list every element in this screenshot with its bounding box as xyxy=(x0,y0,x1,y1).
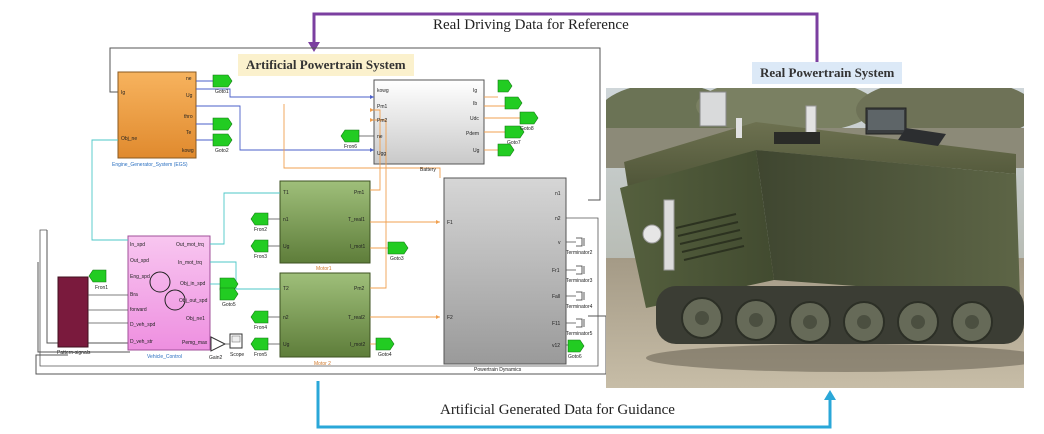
pattern-gen-label: Pattern-signals xyxy=(57,350,91,356)
veh-name: Vehicle_Control xyxy=(147,354,182,360)
motor1-block xyxy=(279,180,371,264)
dyn-out-3: Fr1 xyxy=(552,268,560,274)
egs-in-0: Ig xyxy=(121,90,125,96)
m1-in-0: T1 xyxy=(283,190,289,196)
top-arrow-caption: Real Driving Data for Reference xyxy=(433,17,629,33)
from-label-0: Fron1 xyxy=(95,285,108,291)
egs-out-1: Ug xyxy=(186,93,193,99)
veh-out-4: Obj_ne1 xyxy=(186,316,205,322)
veh-in-4: forward xyxy=(130,307,147,313)
from-tags xyxy=(88,129,360,351)
dyn-name: Powertrain Dynamics xyxy=(474,367,522,373)
m2-out-1: T_real2 xyxy=(348,315,365,321)
m1-in-1: n1 xyxy=(283,217,289,223)
motor2-block xyxy=(279,272,371,358)
from-label-1: Fron2 xyxy=(254,227,267,233)
bat-out-4: Ug xyxy=(473,148,480,154)
dyn-out-0: n1 xyxy=(555,191,561,197)
scope-label: Scope xyxy=(230,352,244,358)
from-label-3: Fron4 xyxy=(254,325,267,331)
dyn-out-2: v xyxy=(558,240,561,246)
bottom-arrow-caption: Artificial Generated Data for Guidance xyxy=(440,402,675,418)
real-system-title: Real Powertrain System xyxy=(752,62,903,84)
tracked-vehicle-image xyxy=(606,88,1024,388)
veh-in-5: D_veh_spd xyxy=(130,322,156,328)
battery-block xyxy=(373,79,485,165)
egs-out-2: thro xyxy=(184,114,193,120)
goto-label-5: Goto6 xyxy=(568,354,582,360)
bat-out-3: Pdem xyxy=(466,131,479,137)
m2-in-0: T2 xyxy=(283,286,289,292)
bat-in-2: Pm2 xyxy=(377,118,388,124)
goto-label-7: Goto8 xyxy=(520,126,534,132)
bat-in-4: Ugg xyxy=(377,151,386,157)
dynamics-block xyxy=(443,177,567,365)
bat-in-1: Pm1 xyxy=(377,104,388,110)
veh-out-1: In_mot_trq xyxy=(178,260,202,266)
m2-in-2: Ug xyxy=(283,342,290,348)
goto-label-2: Goto3 xyxy=(390,256,404,262)
from-label-5: Fron6 xyxy=(344,144,357,150)
goto-label-0: Goto1 xyxy=(215,89,229,95)
real-vehicle-photo xyxy=(606,88,1024,388)
pattern-generator-block xyxy=(57,276,89,348)
goto-label-1: Goto2 xyxy=(215,148,229,154)
from-label-4: Fron5 xyxy=(254,352,267,358)
egs-out-0: ne xyxy=(186,76,192,82)
terminator-label-1: Terminator3 xyxy=(566,278,593,284)
veh-in-0: In_spd xyxy=(130,242,145,248)
m1-out-1: T_real1 xyxy=(348,217,365,223)
goto-label-6: Goto7 xyxy=(507,140,521,146)
dyn-out-5: F11 xyxy=(552,321,560,327)
veh-out-0: Out_mot_trq xyxy=(176,242,204,248)
terminator-label-0: Terminator2 xyxy=(566,250,593,256)
m2-out-0: Pm2 xyxy=(354,286,365,292)
vehicle-control-block xyxy=(127,235,211,351)
terminator-label-3: Terminator5 xyxy=(566,331,593,337)
veh-in-6: D_veh_str xyxy=(130,339,153,345)
bat-out-0: Ig xyxy=(473,88,477,94)
veh-in-2: Eng_spd xyxy=(130,274,150,280)
veh-out-5: Pemg_max xyxy=(182,340,208,346)
gain-label: Gain2 xyxy=(209,355,223,361)
goto-tags xyxy=(212,74,585,353)
m2-out-2: I_mot2 xyxy=(350,342,366,348)
dyn-out-6: v12 xyxy=(552,343,560,349)
dyn-out-4: Fall xyxy=(552,294,560,300)
goto-label-3: Goto4 xyxy=(378,352,392,358)
goto-label-4: Goto5 xyxy=(222,302,236,308)
dyn-in-0: F1 xyxy=(447,220,453,226)
bat-name: Battery xyxy=(420,167,436,173)
artificial-system-title: Artificial Powertrain System xyxy=(238,54,414,76)
veh-out-3: Obj_out_spd xyxy=(179,298,208,304)
m1-out-2: I_mot1 xyxy=(350,244,366,250)
egs-block xyxy=(117,71,197,159)
dyn-out-1: n2 xyxy=(555,216,561,222)
m1-out-0: Pm1 xyxy=(354,190,365,196)
gain-block xyxy=(210,336,227,352)
veh-in-1: Out_spd xyxy=(130,258,149,264)
m2-in-1: n2 xyxy=(283,315,289,321)
egs-in-1: Obj_ne xyxy=(121,136,137,142)
egs-out-3: Te xyxy=(186,130,192,136)
terminators xyxy=(576,237,585,328)
bat-in-0: kowg xyxy=(377,88,389,94)
m2-name: Motor 2 xyxy=(314,361,331,367)
bat-out-1: Ib xyxy=(473,101,477,107)
m1-in-2: Ug xyxy=(283,244,290,250)
bat-in-3: ne xyxy=(377,134,383,140)
egs-name: Engine_Generator_System (EGS) xyxy=(112,162,188,168)
egs-out-4: kowg xyxy=(182,148,194,154)
veh-in-3: Bra xyxy=(130,292,138,298)
veh-out-2: Obj_in_spd xyxy=(180,281,206,287)
m1-name: Motor1 xyxy=(316,266,332,272)
dyn-in-1: F2 xyxy=(447,315,453,321)
bat-out-2: Udc xyxy=(470,116,479,122)
terminator-label-2: Terminator4 xyxy=(566,304,593,310)
from-label-2: Fron3 xyxy=(254,254,267,260)
